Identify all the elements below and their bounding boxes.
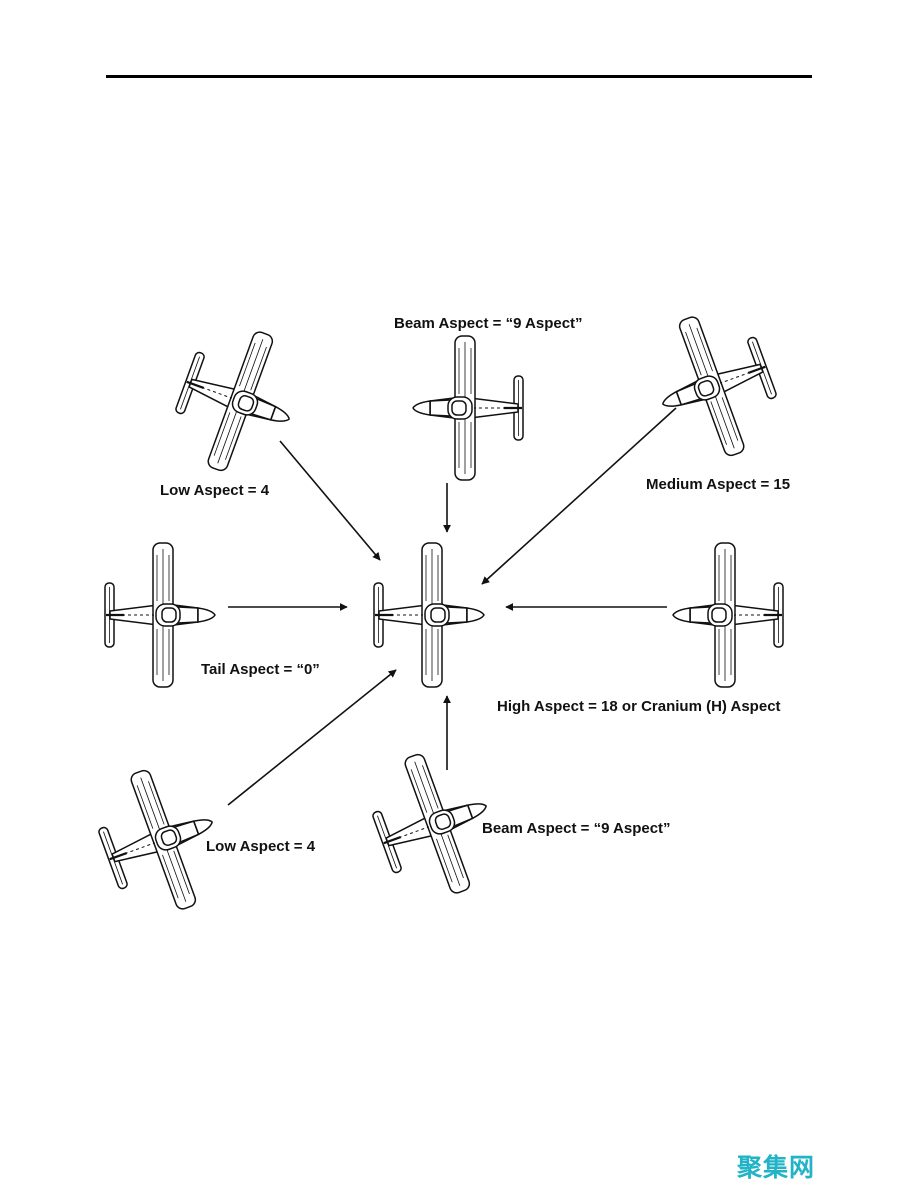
label-low-top: Low Aspect = 4 [160,482,270,499]
arrow-medium [481,407,677,585]
top-rule [106,75,812,78]
arrow-low-bottom [227,669,397,806]
aircraft-center [372,541,486,689]
label-medium: Medium Aspect = 15 [646,476,790,493]
label-high: High Aspect = 18 or Cranium (H) Aspect [497,698,781,715]
aircraft-medium [637,297,792,473]
label-low-bottom: Low Aspect = 4 [206,838,316,855]
aircraft-beam-top [411,334,525,482]
aircraft-low-top [160,312,315,488]
label-tail: Tail Aspect = “0” [201,661,320,678]
aircraft-tail [103,541,217,689]
arrow-low-top [279,440,381,561]
aircraft-high [671,541,785,689]
watermark-logo: 聚集网 [737,1153,816,1182]
label-beam-bottom: Beam Aspect = “9 Aspect” [482,820,671,837]
label-beam-top: Beam Aspect = “9 Aspect” [394,315,583,332]
